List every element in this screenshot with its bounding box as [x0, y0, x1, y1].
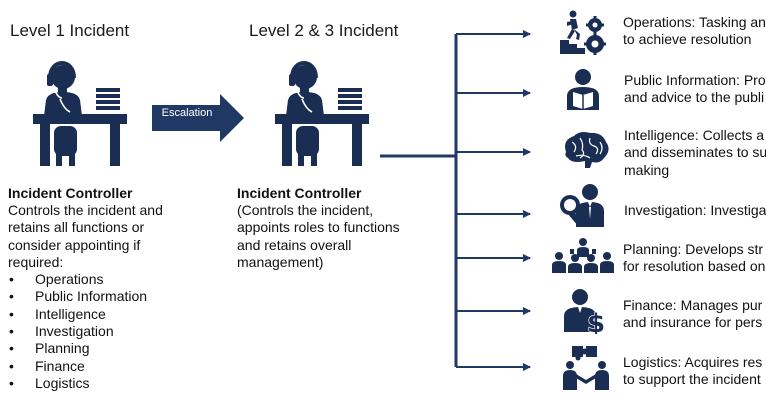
function-line: Intelligence: Collects a [624, 127, 765, 143]
level1-function-list: Operations Public Information Intelligen… [8, 271, 208, 392]
function-line: and insurance for pers [623, 314, 763, 331]
function-finance: Finance: Manages pur and insurance for p… [623, 297, 762, 332]
function-line: Investigation: Investiga [624, 202, 766, 218]
function-line: Planning: Develops str [623, 241, 764, 257]
list-item: Public Information [8, 288, 208, 306]
level2-desc-line: appoints roles to functions [237, 219, 400, 236]
function-line: to support the incident [623, 371, 761, 388]
logistics-icon [563, 346, 609, 390]
function-intelligence: Intelligence: Collects a and disseminate… [624, 127, 766, 179]
level2-controller-desc: (Controls the incident, appoints roles t… [237, 202, 427, 271]
function-public-information: Public Information: Pro and advice to th… [624, 72, 766, 107]
function-operations: Operations: Tasking an to achieve resolu… [623, 14, 766, 49]
intelligence-icon [565, 132, 609, 168]
list-item: Finance [8, 358, 208, 376]
planning-icon [552, 238, 614, 273]
level2-operator-icon [275, 61, 369, 166]
level1-operator-icon [33, 61, 127, 166]
function-planning: Planning: Develops str for resolution ba… [623, 241, 765, 276]
level2-heading: Level 2 & 3 Incident [249, 21, 399, 40]
function-line: Operations: Tasking an [623, 14, 766, 30]
list-item: Intelligence [8, 306, 208, 324]
level2-desc-line: management) [237, 253, 324, 270]
level1-heading: Level 1 Incident [10, 21, 130, 40]
function-line: for resolution based on [623, 258, 766, 275]
list-item: Planning [8, 340, 208, 358]
level2-desc-line: (Controls the incident, [237, 202, 374, 218]
svg-text:$: $ [587, 309, 605, 334]
public-information-icon [567, 69, 599, 110]
escalation-label: Escalation [161, 107, 213, 119]
investigation-icon [560, 184, 604, 228]
level1-desc-line: retains all functions or [8, 219, 145, 236]
operations-icon [560, 10, 606, 55]
level2-desc-line: and retains overall [237, 236, 352, 253]
level1-desc-line: required: [8, 253, 64, 270]
function-investigation: Investigation: Investiga [624, 202, 766, 219]
function-logistics: Logistics: Acquires res to support the i… [623, 354, 762, 389]
function-line: Logistics: Acquires res [623, 354, 763, 370]
function-line: and disseminates to su [624, 144, 766, 161]
level1-desc-line: consider appointing if [8, 236, 141, 253]
function-line: Public Information: Pro [624, 72, 766, 88]
finance-icon: $ [564, 289, 606, 334]
escalation-arrow [152, 94, 244, 142]
list-item: Logistics [8, 375, 208, 393]
level1-controller: Incident Controller Controls the inciden… [8, 185, 208, 393]
function-line: making [624, 161, 670, 178]
level2-controller: Incident Controller (Controls the incide… [237, 185, 427, 271]
level1-desc-line: Controls the incident and [8, 202, 163, 218]
function-line: Finance: Manages pur [623, 297, 763, 313]
list-item: Investigation [8, 323, 208, 341]
function-line: to achieve resolution [623, 31, 752, 48]
level2-controller-title: Incident Controller [237, 185, 362, 201]
level1-controller-desc: Controls the incident and retains all fu… [8, 202, 208, 271]
function-line: and advice to the publi [624, 89, 765, 106]
list-item: Operations [8, 271, 208, 289]
level1-controller-title: Incident Controller [8, 185, 133, 201]
